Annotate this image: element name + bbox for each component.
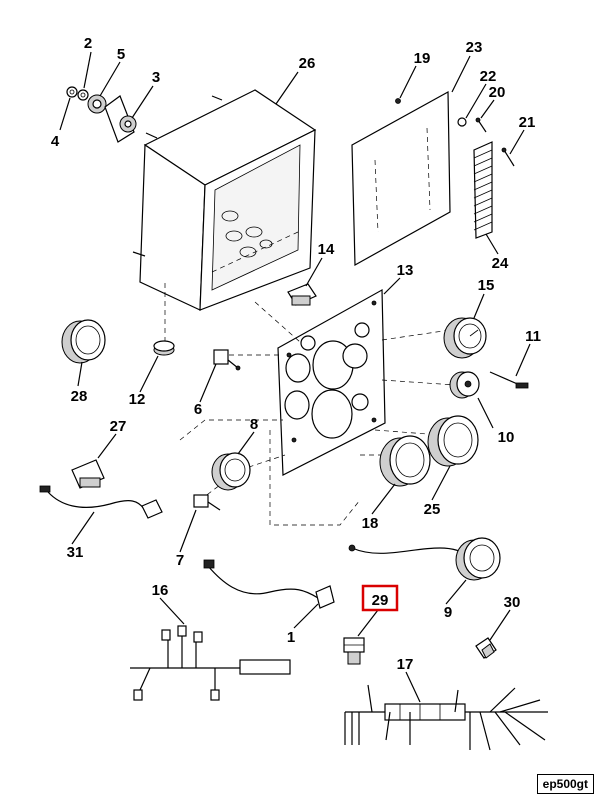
callout-19[interactable]: 19 [414, 50, 431, 67]
callout-27[interactable]: 27 [110, 418, 127, 435]
callout-30[interactable]: 30 [504, 594, 521, 611]
part-17-wiring-harness[interactable] [344, 684, 548, 751]
callout-26[interactable]: 26 [299, 55, 316, 72]
part-28-gauge[interactable] [61, 319, 106, 364]
part-22-washer[interactable] [457, 117, 467, 127]
callout-29[interactable]: 29 [372, 592, 389, 609]
callout-31[interactable]: 31 [67, 544, 84, 561]
callout-25[interactable]: 25 [424, 501, 441, 518]
part-7-toggle-switch[interactable] [193, 494, 221, 511]
part-12-grommet[interactable] [153, 340, 175, 356]
callout-2[interactable]: 2 [84, 35, 92, 52]
part-24-terminal-strip[interactable] [473, 141, 493, 239]
callout-4[interactable]: 4 [51, 133, 60, 150]
callout-leaders [59, 51, 531, 703]
part-6-toggle-switch[interactable] [213, 349, 241, 371]
callout-15[interactable]: 15 [478, 277, 495, 294]
callout-20[interactable]: 20 [489, 84, 506, 101]
callout-3[interactable]: 3 [152, 69, 160, 86]
callout-16[interactable]: 16 [152, 582, 169, 599]
part-21-screw[interactable] [501, 147, 515, 167]
callout-7[interactable]: 7 [176, 552, 184, 569]
callout-17[interactable]: 17 [397, 656, 414, 673]
part-23-terminal-plate[interactable] [351, 90, 451, 267]
callout-labels: 2 5 3 4 26 19 23 22 20 21 24 14 13 15 11… [51, 35, 541, 673]
callout-22[interactable]: 22 [480, 68, 497, 85]
callout-13[interactable]: 13 [397, 262, 414, 279]
part-16-wiring-harness[interactable] [130, 625, 291, 701]
part-11-sending-unit[interactable] [489, 371, 529, 389]
callout-8[interactable]: 8 [250, 416, 258, 433]
callout-24[interactable]: 24 [492, 255, 509, 272]
part-27-circuit-breaker[interactable] [71, 459, 105, 489]
callout-29-highlight-box [361, 584, 399, 612]
callout-28[interactable]: 28 [71, 388, 88, 405]
callout-5[interactable]: 5 [117, 46, 125, 63]
part-4-nut[interactable] [66, 86, 78, 98]
part-9-gauge[interactable] [348, 537, 501, 581]
part-13-instrument-panel[interactable] [277, 288, 386, 476]
callout-6[interactable]: 6 [194, 401, 202, 418]
part-25-gauge[interactable] [427, 415, 479, 467]
part-15-gauge[interactable] [443, 317, 487, 359]
callout-12[interactable]: 12 [129, 391, 146, 408]
part-18-gauge[interactable] [379, 435, 431, 487]
part-5-lockwasher[interactable] [87, 94, 107, 114]
callout-11[interactable]: 11 [525, 328, 541, 345]
callout-18[interactable]: 18 [362, 515, 379, 532]
part-3-clamp[interactable] [104, 95, 137, 143]
figure-id: ep500gt [536, 774, 594, 794]
part-2-washer[interactable] [77, 89, 89, 101]
part-8-gauge[interactable] [211, 452, 251, 491]
callout-14[interactable]: 14 [318, 241, 335, 258]
callout-21[interactable]: 21 [519, 114, 536, 131]
assembly-dashed-lines [164, 283, 456, 526]
part-10-gauge[interactable] [449, 371, 480, 399]
callout-10[interactable]: 10 [498, 429, 515, 446]
callout-9[interactable]: 9 [444, 604, 452, 621]
part-1-cable-assembly[interactable] [203, 559, 335, 609]
callout-23[interactable]: 23 [466, 39, 483, 56]
part-31-wire-lead[interactable] [39, 485, 163, 519]
part-30-fitting[interactable] [475, 637, 497, 659]
part-29-fitting[interactable] [343, 637, 365, 665]
part-20-screw[interactable] [475, 117, 487, 133]
callout-1[interactable]: 1 [287, 629, 295, 646]
part-26-enclosure[interactable] [132, 89, 317, 311]
part-14-circuit-breaker[interactable] [287, 283, 317, 306]
